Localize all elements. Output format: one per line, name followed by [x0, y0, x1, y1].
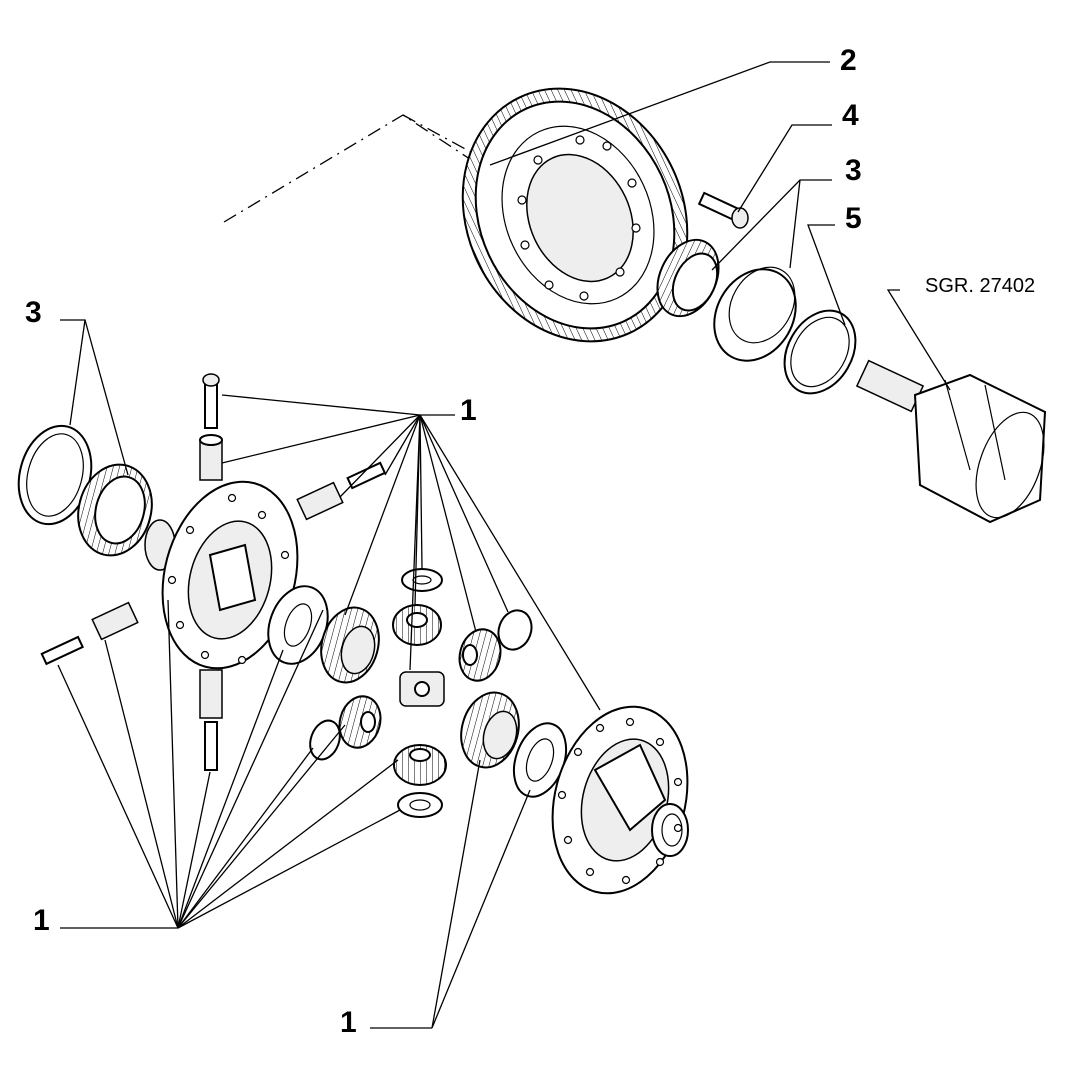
bearing-cone-left — [77, 463, 153, 557]
differential-case-right — [551, 705, 689, 895]
ring-gear — [461, 87, 689, 343]
bearing-cup-right — [713, 266, 797, 362]
reference-code: SGR. 27402 — [925, 275, 1035, 297]
driveshaft-tripod-joint — [855, 359, 1047, 524]
leader-lines — [57, 61, 951, 1029]
adjustment-shim — [783, 309, 857, 395]
callout-2: 2 — [840, 44, 857, 77]
callout-labels: 2 4 3 5 SGR. 27402 3 1 1 1 — [25, 44, 1035, 1039]
callout-1-bottom: 1 — [340, 1006, 357, 1039]
thrust-washers — [267, 568, 568, 818]
differential-gears — [320, 604, 520, 786]
callout-4: 4 — [842, 99, 859, 132]
callout-1-left: 1 — [33, 904, 50, 937]
differential-case-left — [144, 480, 299, 670]
callout-1-top: 1 — [460, 394, 477, 427]
callout-3-right: 3 — [845, 154, 862, 187]
callout-5: 5 — [845, 202, 862, 235]
ring-gear-bolt — [697, 191, 749, 229]
speedometer-drive-gear — [656, 238, 720, 318]
cross-pin-bolts — [40, 373, 387, 771]
callout-3-left: 3 — [25, 296, 42, 329]
